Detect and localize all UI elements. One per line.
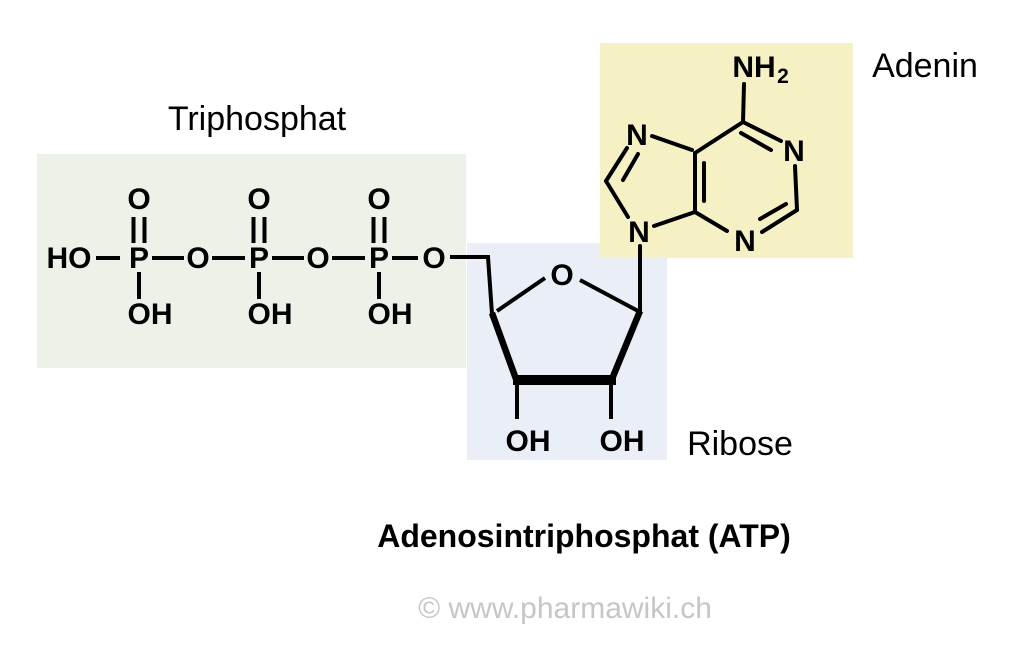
bold-bond: [608, 309, 644, 381]
atom-o-ester: O: [422, 242, 445, 275]
atom-o-double3: O: [367, 183, 390, 216]
atom-nh: NH: [732, 51, 775, 84]
atom-o-bridge1: O: [186, 242, 209, 275]
bond: [604, 146, 629, 183]
ribose-bonds: [488, 276, 644, 419]
watermark-text: © www.pharmawiki.ch: [418, 592, 712, 625]
bond-o-to-c5: [450, 255, 494, 315]
atom-oh-c3: OH: [506, 425, 551, 458]
atom-ho: HO: [47, 242, 92, 275]
bond: [693, 210, 729, 233]
bond: [604, 179, 630, 219]
bond: [579, 278, 641, 314]
label-triphosphat: Triphosphat: [168, 100, 347, 138]
diagram-title: Adenosintriphosphat (ATP): [377, 518, 791, 554]
atom-p3: P: [369, 242, 389, 275]
bond: [741, 120, 783, 143]
adenin-highlight-box: [600, 43, 853, 258]
bond: [650, 134, 694, 152]
atom-p2: P: [249, 242, 269, 275]
bond: [793, 164, 799, 212]
atom-o-bridge2: O: [306, 242, 329, 275]
bond: [760, 208, 799, 234]
bond: [652, 210, 697, 228]
adenine-bonds: [604, 82, 799, 313]
double-bond-line: [621, 152, 640, 182]
bond-nh2-c6: [741, 82, 746, 124]
bond: [693, 120, 745, 155]
atom-oh2: OH: [248, 298, 293, 331]
double-bond-line: [739, 131, 773, 152]
atom-o-double1: O: [127, 183, 150, 216]
atom-n9: N: [628, 216, 650, 249]
label-ribose: Ribose: [687, 425, 793, 463]
atom-oh-c2: OH: [600, 425, 645, 458]
bond: [495, 276, 547, 313]
triphosphat-highlight-box: [37, 154, 466, 368]
atom-o-double2: O: [247, 183, 270, 216]
atom-oh3: OH: [368, 298, 413, 331]
double-bond-line: [758, 202, 788, 221]
atom-nh-subscript: 2: [777, 65, 789, 88]
ribose-highlight-box: [467, 243, 667, 460]
atom-o-ring: O: [550, 259, 573, 292]
atom-oh1: OH: [128, 298, 173, 331]
atom-p1: P: [129, 242, 149, 275]
atom-n1: N: [783, 135, 805, 168]
label-adenin: Adenin: [872, 47, 978, 85]
triphosphate-bonds: [96, 217, 494, 315]
bold-bond: [488, 311, 520, 381]
atom-n3: N: [734, 225, 756, 258]
atom-n7: N: [626, 119, 648, 152]
